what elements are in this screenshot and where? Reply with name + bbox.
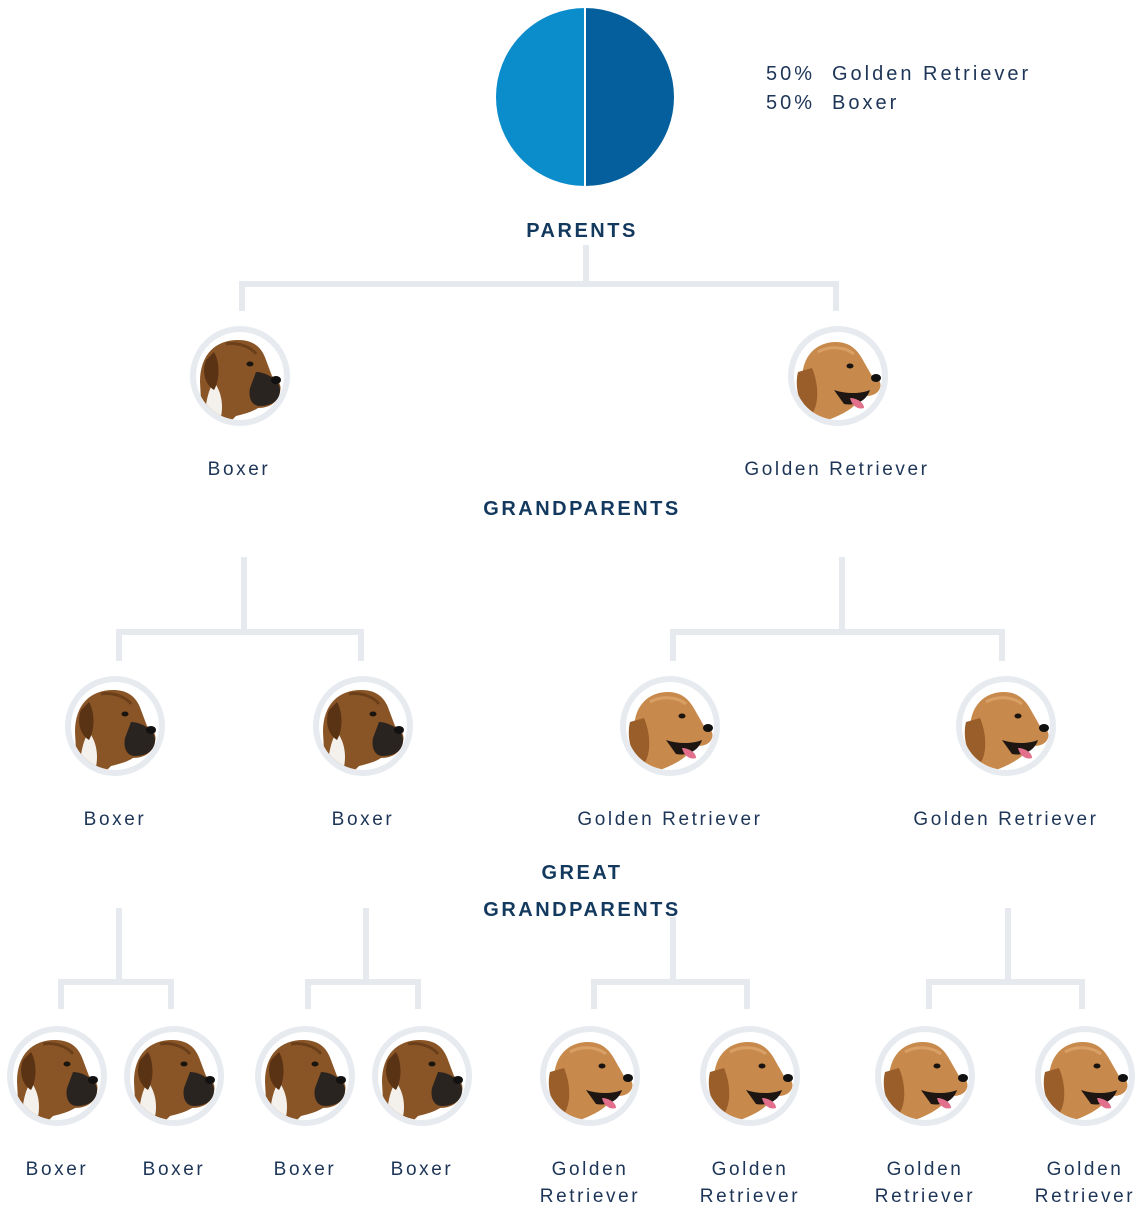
legend-item-golden-retriever: 50% Golden Retriever xyxy=(766,63,1031,86)
great-grandparent-boxer-avatar xyxy=(372,1026,472,1126)
legend-item-boxer: 50% Boxer xyxy=(766,92,899,115)
grandparents-title: GRANDPARENTS xyxy=(483,498,681,520)
pie-slice-boxer xyxy=(584,5,676,189)
breed-composition-pie xyxy=(494,5,676,189)
golden-retriever-dog-icon xyxy=(546,1032,634,1120)
golden-retriever-dog-icon xyxy=(962,682,1050,770)
great-grandparent-name: Boxer xyxy=(142,1159,206,1180)
grandparent-name: Boxer xyxy=(331,809,395,830)
golden-retriever-dog-icon xyxy=(1041,1032,1129,1120)
connector-gg-3 xyxy=(591,917,750,1009)
great-grandparent-name: Boxer xyxy=(390,1159,454,1180)
golden-retriever-dog-icon xyxy=(794,332,882,420)
grandparent-golden-retriever-avatar xyxy=(956,676,1056,776)
great-grandparent-name: Boxer xyxy=(273,1159,337,1180)
great-grandparents-title-line2: GRANDPARENTS xyxy=(483,899,681,921)
great-grandparents-title-line1: GREAT xyxy=(541,862,623,884)
great-grandparent-boxer-avatar xyxy=(255,1026,355,1126)
grandparent-boxer-avatar xyxy=(313,676,413,776)
boxer-dog-icon xyxy=(196,332,284,420)
legend-breed: Boxer xyxy=(832,92,900,114)
connector-golden-grandparents xyxy=(670,557,1005,661)
parents-title: PARENTS xyxy=(526,220,638,242)
connector-gg-4 xyxy=(926,908,1085,1009)
great-grandparent-name: Golden Retriever xyxy=(1034,1159,1136,1207)
great-grandparent-golden-retriever-avatar xyxy=(1035,1026,1135,1126)
great-grandparent-name: Golden Retriever xyxy=(699,1159,801,1207)
boxer-dog-icon xyxy=(319,682,407,770)
connector-parents xyxy=(239,245,839,311)
great-grandparent-golden-retriever-avatar xyxy=(540,1026,640,1126)
great-grandparent-golden-retriever-avatar xyxy=(700,1026,800,1126)
legend-percent: 50% xyxy=(766,92,816,114)
boxer-dog-icon xyxy=(378,1032,466,1120)
parent-name: Golden Retriever xyxy=(744,459,930,480)
great-grandparent-name: Golden Retriever xyxy=(874,1159,976,1207)
great-grandparent-boxer-avatar xyxy=(7,1026,107,1126)
grandparent-boxer-avatar xyxy=(65,676,165,776)
boxer-dog-icon xyxy=(13,1032,101,1120)
golden-retriever-dog-icon xyxy=(626,682,714,770)
grandparent-golden-retriever-avatar xyxy=(620,676,720,776)
connector-gg-1 xyxy=(58,908,174,1009)
golden-retriever-dog-icon xyxy=(706,1032,794,1120)
pie-slice-golden-retriever xyxy=(494,5,586,189)
great-grandparent-boxer-avatar xyxy=(124,1026,224,1126)
legend-percent: 50% xyxy=(766,63,816,85)
boxer-dog-icon xyxy=(71,682,159,770)
grandparent-name: Golden Retriever xyxy=(913,809,1099,830)
parent-boxer-avatar xyxy=(190,326,290,426)
great-grandparent-name: Boxer xyxy=(25,1159,89,1180)
connector-gg-2 xyxy=(305,908,421,1009)
grandparent-name: Golden Retriever xyxy=(577,809,763,830)
golden-retriever-dog-icon xyxy=(881,1032,969,1120)
great-grandparent-name: Golden Retriever xyxy=(539,1159,641,1207)
parent-golden-retriever-avatar xyxy=(788,326,888,426)
grandparent-name: Boxer xyxy=(83,809,147,830)
parent-name: Boxer xyxy=(207,459,271,480)
connector-boxer-grandparents xyxy=(116,557,364,661)
boxer-dog-icon xyxy=(261,1032,349,1120)
legend-breed: Golden Retriever xyxy=(832,63,1032,85)
boxer-dog-icon xyxy=(130,1032,218,1120)
great-grandparent-golden-retriever-avatar xyxy=(875,1026,975,1126)
